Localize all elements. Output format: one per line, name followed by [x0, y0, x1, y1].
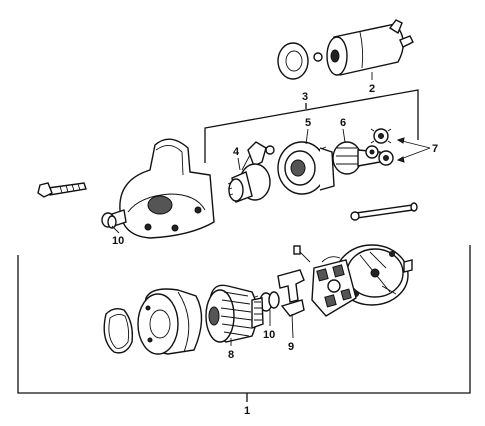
- solenoid-gasket: [277, 42, 309, 80]
- planetary-shaft: [332, 141, 381, 175]
- yoke: [137, 288, 203, 355]
- callout-3: 3: [302, 91, 308, 103]
- solenoid-switch: [313, 19, 414, 76]
- callout-1: 1: [244, 405, 250, 417]
- leader-4: [237, 157, 241, 171]
- gear-housing: [277, 141, 335, 195]
- assembly-bracket-3: [204, 89, 419, 163]
- planetary-gears: [365, 128, 394, 166]
- callout-4: 4: [233, 146, 240, 158]
- callout-7: 7: [432, 143, 438, 155]
- brush-holder: [293, 245, 357, 317]
- callout-10-lower: 10: [263, 329, 275, 341]
- drive-end-housing: [101, 138, 215, 239]
- leader-6: [342, 128, 346, 143]
- callout-6: 6: [340, 117, 346, 129]
- callout-8: 8: [228, 349, 234, 361]
- armature: [205, 284, 264, 343]
- leader-10-upper: [111, 225, 120, 234]
- callout-9: 9: [288, 341, 294, 353]
- washer-lower: [251, 291, 280, 312]
- seal-ring: [103, 307, 134, 354]
- leader-5: [305, 128, 309, 145]
- leader-7: [396, 137, 431, 163]
- through-bolt-right: [350, 202, 418, 221]
- overrunning-clutch: [227, 163, 271, 203]
- assembly-bracket-1: [17, 245, 471, 402]
- through-bolt-left: [37, 182, 87, 198]
- callout-5: 5: [305, 117, 311, 129]
- drive-shaft-end: [107, 215, 117, 229]
- callout-2: 2: [369, 83, 375, 95]
- brush-plate-terminal: [277, 269, 305, 317]
- leader-9: [291, 313, 294, 339]
- callout-10-upper: 10: [112, 235, 124, 247]
- shift-lever: [241, 141, 275, 171]
